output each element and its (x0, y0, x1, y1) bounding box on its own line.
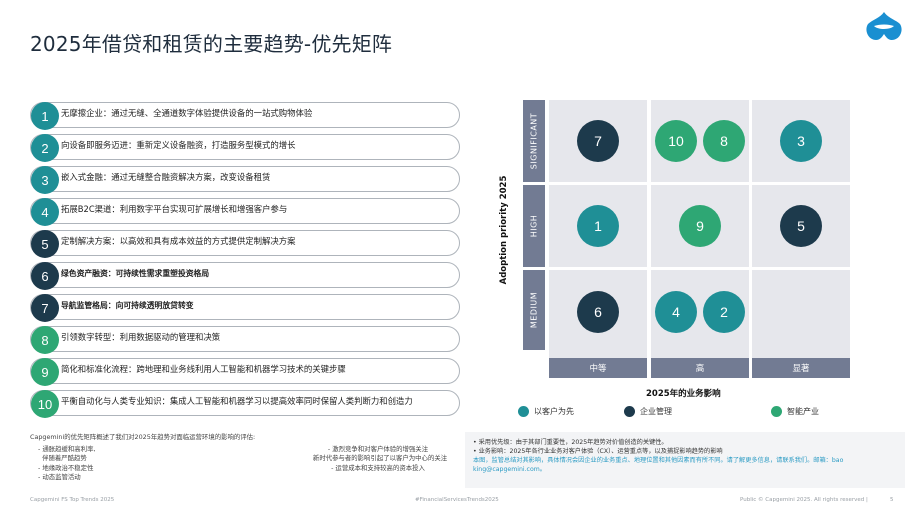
legend-item: 智能产业 (771, 406, 819, 417)
notes-line: - 通胀趋缓和高利率, (38, 444, 96, 453)
trend-text: 嵌入式金融：通过无缝整合融资解决方案，改变设备租赁 (61, 172, 271, 182)
trend-number-badge: 9 (31, 358, 59, 386)
legend-dot-icon (518, 406, 529, 417)
trend-bubble-1: 1 (577, 205, 619, 247)
note-line-3: 本图，监管总结对其影响，具体情况会因企业的业务重点、地理位置和其他因素而有所不同… (473, 457, 844, 464)
legend-label: 智能产业 (787, 407, 819, 416)
legend-dot-icon (624, 406, 635, 417)
trend-number-badge: 3 (31, 166, 59, 194)
note-line-2: • 业务影响：2025年各行业业务对客户体验（CX）、运营重点等，以及捕捉影响趋… (473, 448, 723, 455)
notes-line: - 运营成本和支持较高的资本投入 (331, 463, 425, 472)
trend-text: 导航监管格局：向可持续透明放贷转变 (61, 301, 194, 310)
footer-center: #FinancialServicesTrends2025 (415, 497, 499, 503)
note-line-1: • 采用优先级：由于其部门重要性，2025年趋势对价值创造的关键性。 (473, 439, 668, 446)
trend-text: 无摩擦企业：通过无缝、全通道数字体验提供设备的一站式购物体验 (61, 108, 313, 118)
note-line-4: king@capgemini.com。 (473, 466, 546, 473)
trend-text: 平衡自动化与人类专业知识：集成人工智能和机器学习以提高效率同时保留人类判断力和创… (61, 396, 413, 406)
trend-number-badge: 4 (31, 198, 59, 226)
trend-bubble-3: 3 (780, 120, 822, 162)
trend-number-badge: 8 (31, 326, 59, 354)
trend-bubble-8: 8 (703, 120, 745, 162)
legend-item: 以客户为先 (518, 406, 574, 417)
row-label-text: SIGNIFICANT (529, 112, 539, 170)
trend-number-badge: 5 (31, 230, 59, 258)
trend-bubble-5: 5 (780, 205, 822, 247)
trend-number-badge: 2 (31, 134, 59, 162)
legend-label: 企业管理 (640, 407, 672, 416)
notes-line: 伴随着严酷趋势 (38, 454, 87, 462)
notes-line: - 激烈竞争和对客户体验的增强关注 (327, 444, 429, 453)
page-number: 5 (890, 497, 894, 503)
row-label: HIGH (523, 185, 545, 267)
capgemini-logo-icon (866, 12, 902, 40)
page-title: 2025年借贷和租赁的主要趋势-优先矩阵 (30, 32, 393, 56)
notes-right: • 采用优先级：由于其部门重要性，2025年趋势对价值创造的关键性。 • 业务影… (465, 432, 905, 488)
legend-item: 企业管理 (624, 406, 672, 417)
footer-left: Capgemini FS Top Trends 2025 (30, 497, 115, 503)
trend-number-badge: 1 (31, 102, 59, 130)
trend-text: 绿色资产融资：可持续性需求重塑投资格局 (61, 269, 210, 278)
trend-bubble-9: 9 (679, 205, 721, 247)
column-label: 显著 (752, 358, 850, 378)
notes-line: 新时代参与者的影响引起了以客户为中心的关注 (308, 454, 448, 462)
legend-dot-icon (771, 406, 782, 417)
trend-bubble-6: 6 (577, 291, 619, 333)
notes-intro: Capgemini的优先矩阵概述了我们对2025年趋势对面临运营环境的影响的评估… (30, 433, 256, 441)
trend-number-badge: 6 (31, 262, 59, 290)
trend-bubble-4: 4 (655, 291, 697, 333)
trend-bubble-2: 2 (703, 291, 745, 333)
footer-right: Public © Capgemini 2025. All rights rese… (740, 497, 868, 503)
trend-text: 简化和标准化流程：跨地理和业务线利用人工智能和机器学习技术的关键步骤 (61, 364, 346, 374)
row-label: MEDIUM (523, 270, 545, 350)
notes-column-1: - 通胀趋缓和高利率, 伴随着严酷趋势- 地缘政治不稳定性- 动态监管活动 (30, 445, 288, 483)
trend-text: 向设备即服务迈进：重新定义设备融资，打造服务型模式的增长 (61, 140, 296, 150)
x-axis-label: 2025年的业务影响 (646, 389, 721, 399)
row-label-text: HIGH (529, 214, 539, 238)
notes-left: Capgemini的优先矩阵概述了我们对2025年趋势对面临运营环境的影响的评估… (30, 433, 468, 483)
row-label: SIGNIFICANT (523, 100, 545, 182)
trend-bubble-7: 7 (577, 120, 619, 162)
trend-bubble-10: 10 (655, 120, 697, 162)
y-axis-label: Adoption priority 2025 (499, 175, 509, 285)
trend-text: 引领数字转型：利用数据驱动的管理和决策 (61, 332, 221, 342)
trend-text: 定制解决方案：以高效和具有成本效益的方式提供定制解决方案 (61, 236, 296, 246)
row-label-text: MEDIUM (529, 291, 539, 329)
trend-text: 拓展B2C渠道：利用数字平台实现可扩展增长和增强客户参与 (61, 204, 288, 214)
trend-number-badge: 10 (31, 390, 59, 418)
notes-line: - 动态监管活动 (38, 473, 81, 481)
notes-line: - 地缘政治不稳定性 (38, 463, 94, 472)
trend-number-badge: 7 (31, 294, 59, 322)
column-label: 中等 (549, 358, 647, 378)
matrix-cell (752, 270, 850, 358)
notes-column-2: - 激烈竞争和对客户体验的增强关注 新时代参与者的影响引起了以客户为中心的关注-… (288, 445, 468, 483)
column-label: 高 (651, 358, 749, 378)
legend-label: 以客户为先 (534, 407, 574, 416)
